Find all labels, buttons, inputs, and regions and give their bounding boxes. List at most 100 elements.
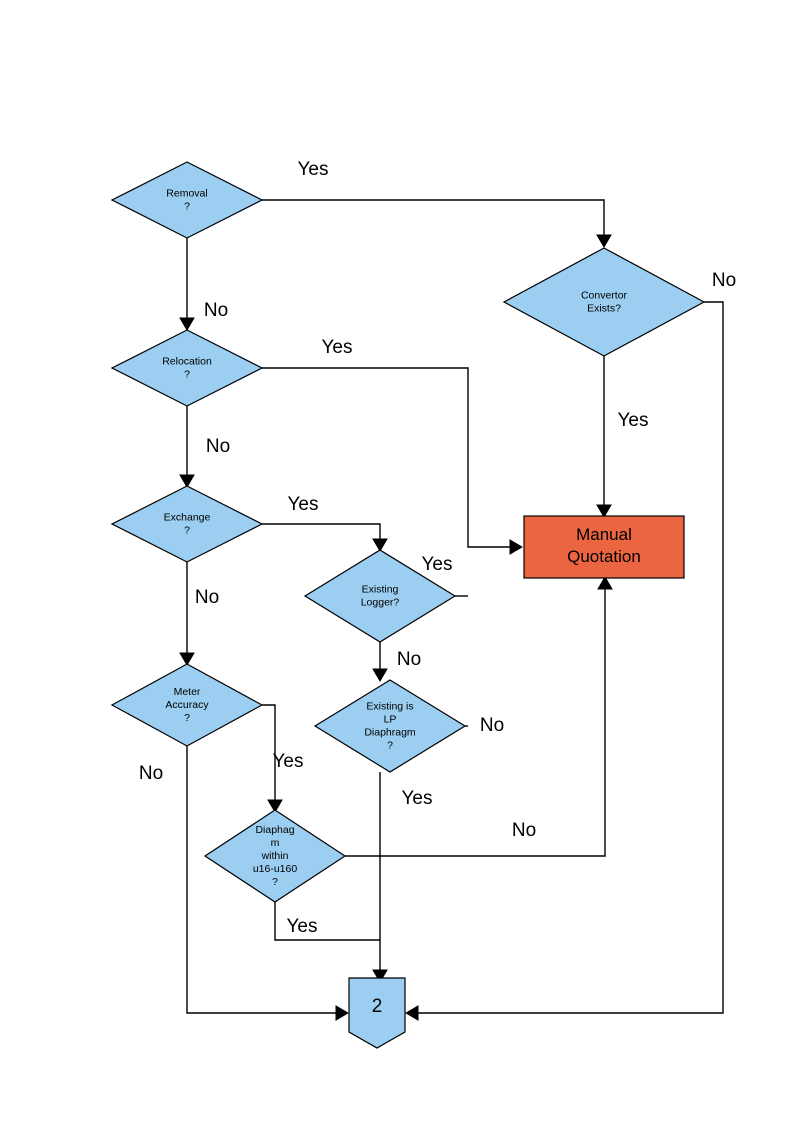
node-exchange[interactable]: Exchange? xyxy=(110,485,264,563)
node-label-line: ? xyxy=(184,712,190,724)
node-label-line: within xyxy=(261,850,289,862)
edge-meter-accuracy-yes xyxy=(262,704,283,813)
node-connector-2[interactable]: 2 xyxy=(348,977,406,1049)
node-label-line: ? xyxy=(184,200,190,212)
node-label-removal: Removal? xyxy=(166,187,207,212)
edge-label-existing-lp-no: No xyxy=(480,715,504,736)
edge-label-convertor-no: No xyxy=(712,270,736,291)
edge-label-exchange-no: No xyxy=(195,587,219,608)
edge-removal-yes xyxy=(262,199,612,248)
edge-label-removal-no: No xyxy=(204,300,228,321)
arrowhead-down xyxy=(372,969,388,983)
edge-label-convertor-yes: Yes xyxy=(618,410,649,431)
decision-diamond[interactable] xyxy=(110,485,264,563)
offpage-connector-shape[interactable] xyxy=(348,977,406,1049)
node-label-line: Existing is xyxy=(366,700,413,712)
edges-layer xyxy=(179,199,724,1021)
edge-label-relocation-yes: Yes xyxy=(322,337,353,358)
node-label-line: Manual xyxy=(576,525,632,544)
node-label-line: ? xyxy=(387,739,393,751)
decision-diamond[interactable] xyxy=(502,247,706,357)
decision-diamond[interactable] xyxy=(110,329,264,407)
node-relocation[interactable]: Relocation? xyxy=(110,329,264,407)
node-label-exchange: Exchange? xyxy=(164,511,211,536)
edge-path xyxy=(262,199,605,240)
arrowhead-down xyxy=(179,474,195,488)
edge-label-existing-lp-yes: Yes xyxy=(402,788,433,809)
node-label-line: ? xyxy=(184,368,190,380)
node-label-line: Convertor xyxy=(581,289,628,301)
edge-exchange-no xyxy=(179,562,195,666)
arrowhead-right xyxy=(335,1005,349,1021)
edge-relocation-no xyxy=(179,406,195,488)
edge-convertor-no xyxy=(405,301,724,1021)
edge-existing-lp-yes xyxy=(372,772,388,983)
node-label-line: Accuracy xyxy=(165,699,209,711)
edge-path xyxy=(345,584,606,857)
arrowhead-up xyxy=(597,576,613,590)
decision-diamond[interactable] xyxy=(203,809,347,903)
arrowhead-down xyxy=(596,504,612,518)
edge-path xyxy=(186,746,341,1014)
arrowhead-down xyxy=(372,668,388,682)
node-label-line: Meter xyxy=(174,686,201,698)
decision-diamond[interactable] xyxy=(110,161,264,239)
node-label-line: Exists? xyxy=(587,302,621,314)
node-label-line: u16-u160 xyxy=(253,863,298,875)
arrowhead-down xyxy=(267,799,283,813)
decision-diamond[interactable] xyxy=(313,679,467,773)
decision-diamond[interactable] xyxy=(110,663,264,747)
decision-diamond[interactable] xyxy=(303,549,457,643)
node-label-line: Diaphag xyxy=(255,824,294,836)
edge-diaphagm-yes xyxy=(274,902,380,941)
node-label-line: LP xyxy=(384,713,397,725)
edge-label-diaphagm-yes: Yes xyxy=(287,916,318,937)
node-label-line: Relocation xyxy=(162,355,212,367)
edge-diaphagm-no xyxy=(345,576,613,857)
edge-convertor-yes xyxy=(596,356,612,518)
node-label-line: ? xyxy=(272,876,278,888)
edge-label-exchange-yes: Yes xyxy=(288,494,319,515)
edge-label-relocation-no: No xyxy=(206,436,230,457)
node-label-line: Exchange xyxy=(164,511,211,523)
edge-label-existing-logger-no: No xyxy=(397,649,421,670)
node-label-line: Logger? xyxy=(361,596,400,608)
node-removal[interactable]: Removal? xyxy=(110,161,264,239)
node-label-line: 2 xyxy=(372,996,383,1017)
node-label-line: Existing xyxy=(362,583,399,595)
edge-path xyxy=(274,902,380,941)
edge-label-meter-accuracy-yes: Yes xyxy=(273,751,304,772)
edge-path xyxy=(262,704,276,805)
arrowhead-left xyxy=(405,1005,419,1021)
arrowhead-down xyxy=(596,234,612,248)
edge-path xyxy=(262,367,515,548)
edge-path xyxy=(413,301,724,1014)
node-label-connector-2: 2 xyxy=(372,996,383,1017)
arrowhead-down xyxy=(179,652,195,666)
edge-path xyxy=(262,523,381,544)
edge-existing-logger-no xyxy=(372,642,388,682)
node-label-line: Diaphragm xyxy=(364,726,416,738)
process-rect[interactable] xyxy=(523,515,685,579)
node-label-line: m xyxy=(271,837,280,849)
node-label-line: Removal xyxy=(166,187,207,199)
node-label-line: Quotation xyxy=(567,547,641,566)
node-label-line: ? xyxy=(184,524,190,536)
node-label-relocation: Relocation? xyxy=(162,355,212,380)
edge-label-existing-logger-yes: Yes xyxy=(422,554,453,575)
edge-meter-accuracy-no xyxy=(186,746,349,1021)
